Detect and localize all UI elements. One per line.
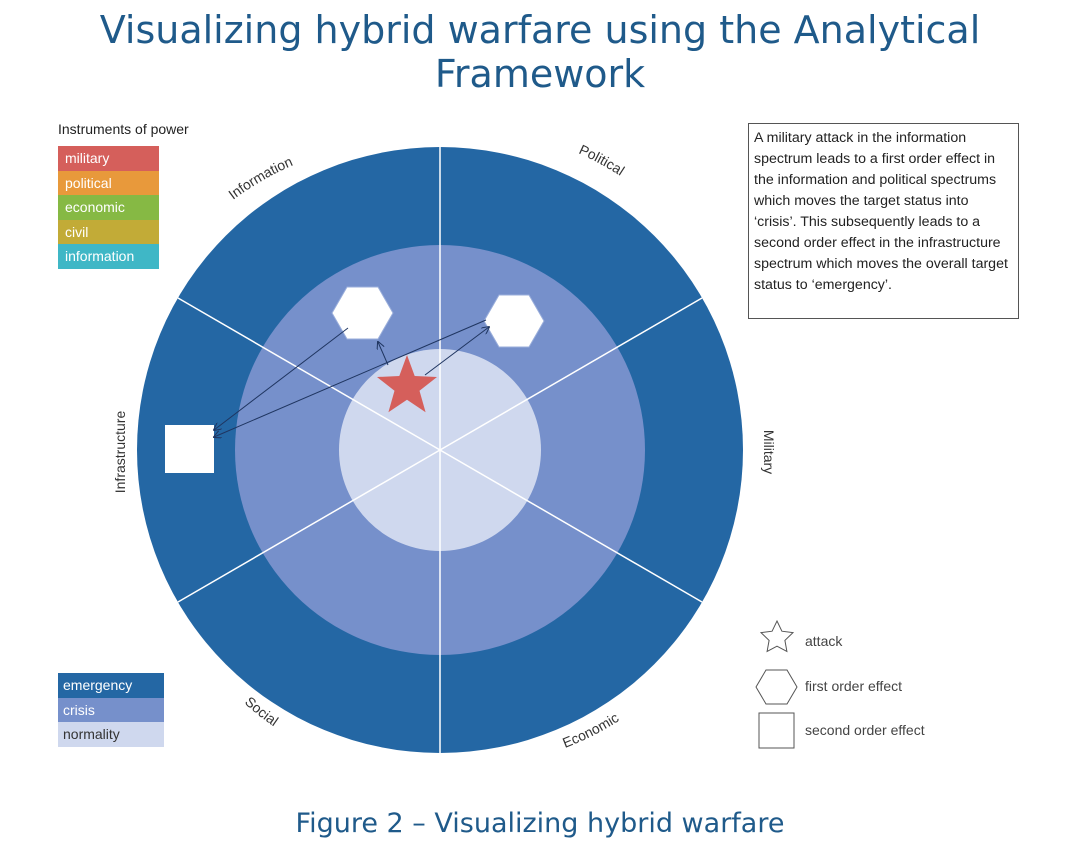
status-normality: normality — [58, 722, 164, 747]
legend-square-icon — [758, 712, 795, 749]
sector-label-political: Political — [577, 141, 628, 178]
legend-hexagon-icon — [755, 669, 798, 705]
status-legend: emergency crisis normality — [58, 673, 164, 747]
arrow-political-to-infrastructure — [214, 319, 487, 437]
instruments-heading: Instruments of power — [58, 121, 189, 137]
arrow-attack-to-information — [378, 342, 389, 366]
instrument-information: information — [58, 244, 159, 269]
sector-dividers — [177, 147, 703, 753]
figure-caption: Figure 2 – Visualizing hybrid warfare — [295, 808, 785, 839]
legend-label-first-order: first order effect — [805, 678, 903, 694]
legend-label-attack: attack — [805, 633, 843, 649]
attack-star — [377, 355, 437, 413]
second-order-effect-infrastructure — [165, 425, 214, 473]
page-title: Visualizing hybrid warfare using the Ana… — [99, 8, 981, 96]
status-crisis: crisis — [58, 697, 164, 722]
sector-label-infrastructure: Infrastructure — [112, 411, 128, 494]
instruments-legend: military political economic civil inform… — [58, 146, 159, 269]
arrow-information-to-infrastructure — [214, 327, 349, 430]
instrument-military: military — [58, 146, 159, 171]
first-order-effect-information — [331, 286, 394, 340]
status-emergency: emergency — [58, 673, 164, 698]
legend-label-second-order: second order effect — [805, 722, 925, 738]
arrow-attack-to-political — [424, 327, 489, 376]
instrument-economic: economic — [58, 195, 159, 220]
effect-arrows — [214, 319, 489, 437]
explanation-note: A military attack in the information spe… — [748, 123, 1019, 319]
legend-star-icon — [759, 619, 795, 653]
instrument-political: political — [58, 170, 159, 195]
sector-label-military: Military — [761, 430, 777, 474]
instrument-civil: civil — [58, 219, 159, 244]
